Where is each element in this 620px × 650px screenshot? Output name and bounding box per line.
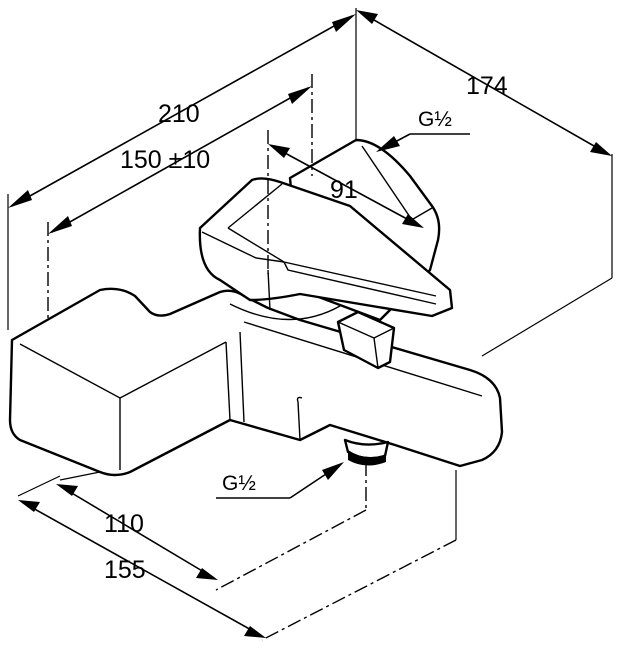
- outlet-thread-callout: G½: [216, 462, 344, 499]
- dim-spout-reach: 91: [330, 176, 358, 204]
- dimension-lines: [8, 10, 612, 638]
- dim-depth: 174: [466, 72, 508, 100]
- dimension-labels: 210 150 ±10 174 91 110 155: [104, 72, 508, 584]
- dim-total-height: 155: [104, 556, 146, 584]
- dim-center-distance: 150 ±10: [120, 146, 210, 174]
- extension-lines: [7, 8, 613, 641]
- dim-overall-length: 210: [158, 100, 200, 128]
- outlet-thread-label: G½: [222, 472, 256, 495]
- dim-spout-height: 110: [104, 510, 144, 538]
- faucet-body: [8, 287, 504, 477]
- inlet-thread-callout: G½: [376, 108, 470, 152]
- lever-handle: [198, 177, 454, 321]
- inlet-thread-label: G½: [418, 108, 452, 131]
- diverter-knob: [336, 310, 396, 370]
